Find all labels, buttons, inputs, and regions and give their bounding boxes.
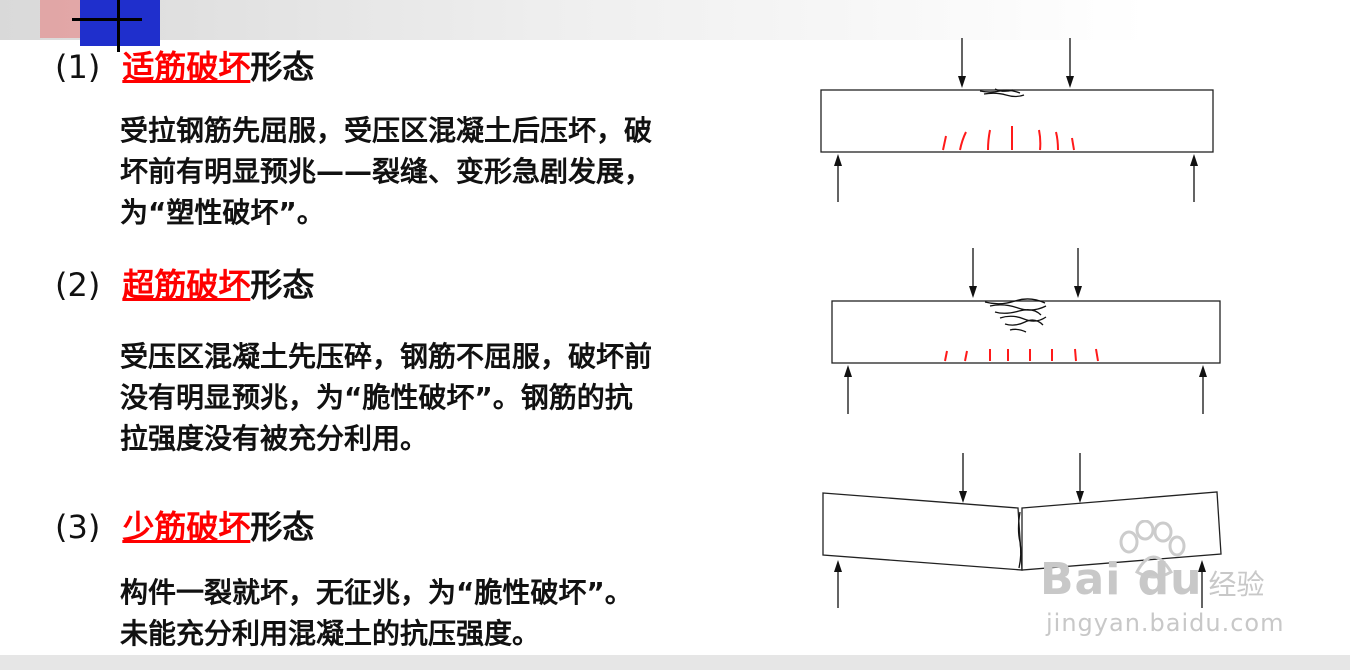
paragraph-line: 为“塑性破坏”。 [120, 196, 325, 229]
watermark-logo-text: Bai du [1040, 554, 1203, 605]
compression-crush [984, 298, 1047, 333]
fracture-crack [1017, 511, 1022, 569]
watermark-url: jingyan.baidu.com [1046, 609, 1285, 637]
heading-number: (2) [55, 266, 101, 304]
paragraph-under-reinforced: 构件一裂就坏，无征兆，为“脆性破坏”。 未能充分利用混凝土的抗压强度。 [120, 572, 633, 654]
heading-under-reinforced: (3) 少筋破坏形态 [55, 502, 314, 548]
support-arrow-left-head [834, 154, 842, 166]
load-arrow-left-head [958, 76, 966, 88]
heading-suffix: 形态 [250, 266, 315, 304]
support-arrow-left-head [844, 365, 852, 377]
baidu-paw-icon [1119, 520, 1186, 579]
beam-body [820, 89, 1214, 153]
paragraph-line: 受压区混凝土先压碎，钢筋不屈服，破坏前 [120, 340, 653, 373]
corner-blue-square [80, 0, 160, 46]
beam-left-half [822, 492, 1023, 571]
failure-term: 适筋破坏 [122, 48, 251, 86]
load-arrow-right-head [1076, 491, 1084, 503]
compression-crush [979, 88, 1025, 98]
beam-diagram-over-reinforced [831, 248, 1221, 414]
load-arrow-right-head [1066, 76, 1074, 88]
support-arrow-left-head [834, 560, 842, 572]
paragraph-line: 没有明显预兆，为“脆性破坏”。钢筋的抗 [120, 381, 633, 414]
failure-term: 超筋破坏 [122, 266, 251, 304]
heading-number: (3) [55, 508, 101, 546]
slide-top-bar [0, 0, 1350, 40]
paragraph-over-reinforced: 受压区混凝土先压碎，钢筋不屈服，破坏前 没有明显预兆，为“脆性破坏”。钢筋的抗 … [120, 336, 652, 459]
tension-cracks [944, 348, 1099, 362]
paragraph-line: 构件一裂就坏，无征兆，为“脆性破坏”。 [120, 576, 633, 609]
support-arrow-right-head [1198, 560, 1206, 572]
paragraph-line: 未能充分利用混凝土的抗压强度。 [120, 617, 541, 650]
load-arrow-left-head [959, 491, 967, 503]
load-arrow-right-head [1074, 286, 1082, 298]
heading-suitably-reinforced: (1) 适筋破坏形态 [55, 42, 314, 88]
failure-term: 少筋破坏 [122, 508, 251, 546]
paragraph-line: 拉强度没有被充分利用。 [120, 422, 429, 455]
heading-number: (1) [55, 48, 101, 86]
watermark-sub-text: 经验 [1208, 568, 1265, 601]
paragraph-suitably-reinforced: 受拉钢筋先屈服，受压区混凝土后压坏，破 坏前有明显预兆——裂缝、变形急剧发展， … [120, 110, 652, 233]
paragraph-line: 受拉钢筋先屈服，受压区混凝土后压坏，破 [120, 114, 653, 147]
tension-cracks [942, 126, 1075, 151]
support-arrow-right-head [1199, 365, 1207, 377]
support-arrow-right-head [1190, 154, 1198, 166]
heading-over-reinforced: (2) 超筋破坏形态 [55, 260, 314, 306]
beam-diagram-suitably-reinforced [820, 38, 1214, 202]
load-arrow-left-head [969, 286, 977, 298]
corner-horizontal-line [72, 18, 142, 21]
heading-suffix: 形态 [250, 48, 315, 86]
corner-vertical-line [117, 0, 120, 52]
slide-bottom-bar [0, 655, 1350, 670]
heading-suffix: 形态 [250, 508, 315, 546]
paragraph-line: 坏前有明显预兆——裂缝、变形急剧发展， [120, 155, 653, 188]
